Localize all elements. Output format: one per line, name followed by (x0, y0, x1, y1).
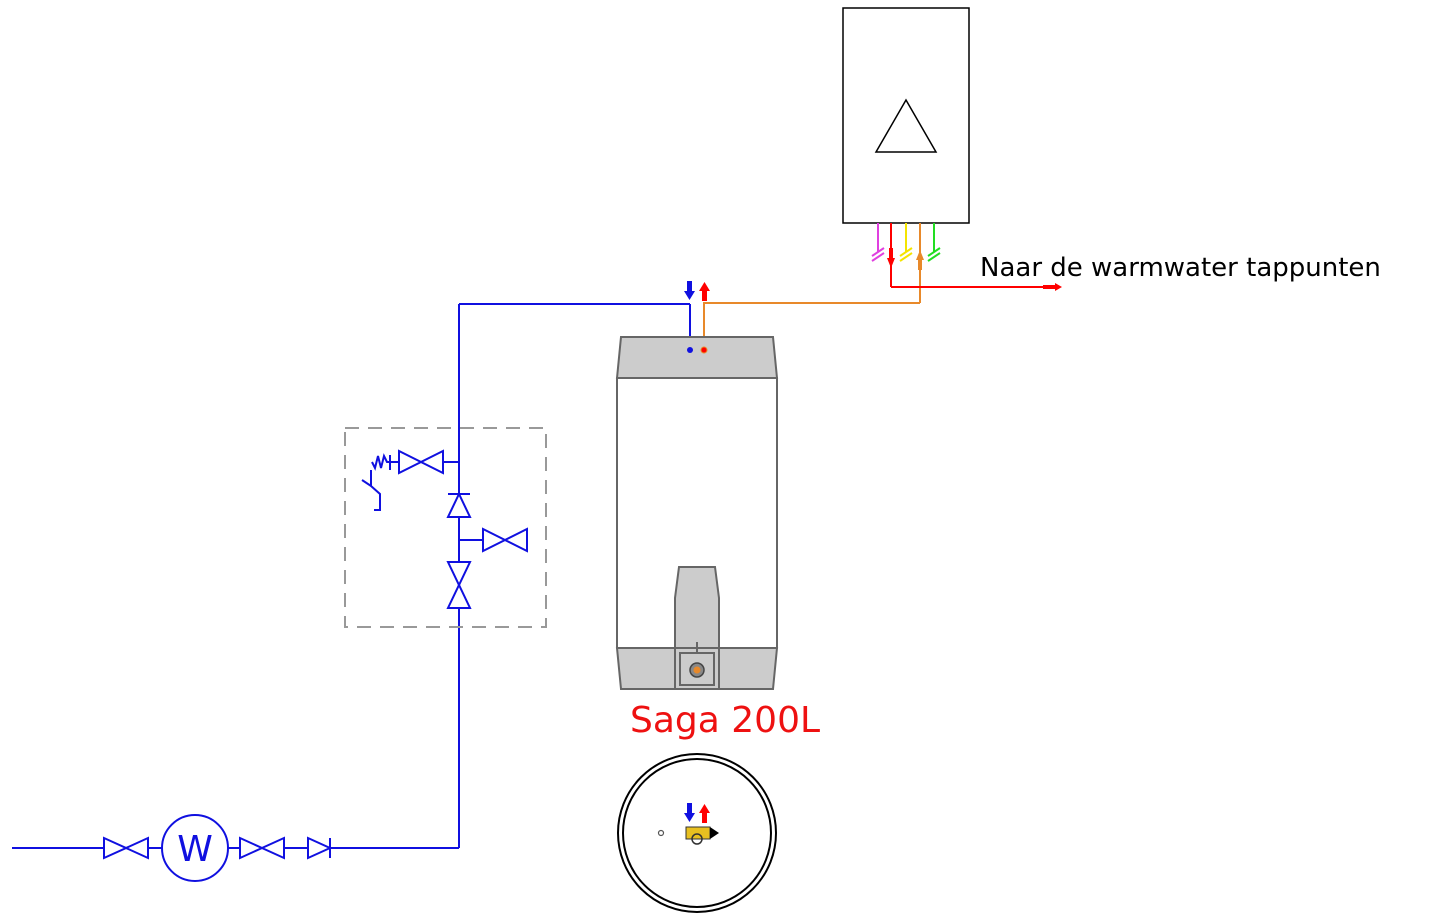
hot-outlet-point (700, 346, 708, 354)
safety-group (361, 449, 528, 609)
arrow-up-icon (699, 282, 710, 301)
tank-model-label: Saga 200L (630, 700, 820, 741)
tank-top-view (617, 753, 777, 913)
safety-group-outline (344, 427, 547, 628)
arrow-up-icon (699, 804, 710, 823)
cold-inlet-point (687, 347, 693, 353)
tap-points-label: Naar de warmwater tappunten (980, 253, 1381, 283)
gate-valve-icon (103, 836, 149, 860)
arrow-down-icon (684, 281, 695, 300)
water-meter-label: W (177, 829, 213, 870)
cold-water-main (12, 303, 691, 849)
arrow-down-icon (684, 803, 695, 822)
boiler-connections (871, 223, 941, 303)
check-valve-icon (307, 836, 333, 860)
hot-water-line (891, 283, 1062, 291)
boiler-supply-line (703, 302, 920, 350)
boiler (842, 7, 970, 224)
boiler-triangle-icon (874, 98, 938, 153)
gate-valve-icon (239, 836, 285, 860)
water-meter-circle-icon: W (161, 814, 229, 882)
tank (615, 336, 779, 690)
